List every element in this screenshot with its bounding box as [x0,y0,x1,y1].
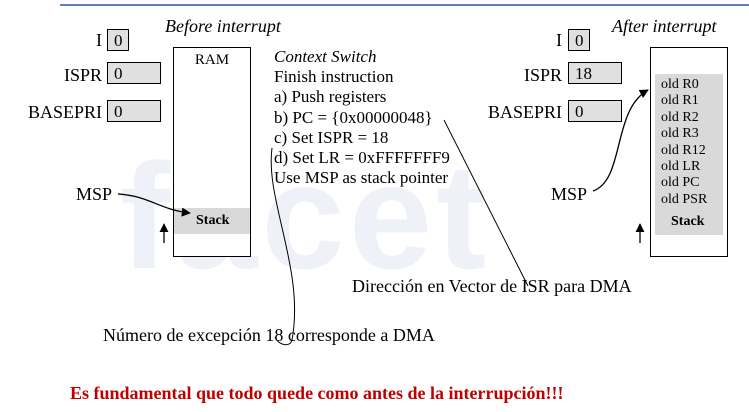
after-reg-basepri-label: BASEPRI [487,102,562,122]
stack-item-r12: old R12 [661,142,706,158]
stack-item-pc: old PC [661,175,700,191]
context-line-finish: Finish instruction [274,67,394,87]
before-ram-block: RAM Stack [173,47,251,257]
stack-item-lr: old LR [661,159,701,175]
stack-item-r3: old R3 [661,126,699,142]
after-stack-label: Stack [671,214,705,229]
heading-after-interrupt: After interrupt [612,16,717,36]
stack-item-psr: old PSR [661,191,708,207]
context-line-msp: Use MSP as stack pointer [274,168,449,188]
before-reg-basepri-value: 0 [107,100,161,122]
ram-label: RAM [194,52,230,68]
heading-before-interrupt: Before interrupt [165,16,281,36]
after-reg-ispr-label: ISPR [523,65,562,85]
after-reg-basepri-value: 0 [568,100,622,122]
after-ram-block: old R0 old R1 old R2 old R3 old R12 old … [650,47,728,257]
before-reg-basepri-label: BASEPRI [27,102,102,122]
context-line-lr: d) Set LR = 0xFFFFFFF9 [274,148,450,168]
stack-item-r2: old R2 [661,109,699,125]
after-msp-label: MSP [551,184,588,204]
context-switch-title: Context Switch [274,47,377,66]
after-reg-i-value: 0 [568,29,590,51]
before-reg-ispr-value: 0 [107,62,161,84]
after-reg-ispr-value: 18 [568,62,622,84]
after-reg-i-label: I [556,30,562,50]
vector-annotation: Dirección en Vector de ISR para DMA [352,276,632,296]
exception-annotation: Número de excepción 18 corresponde a DMA [103,325,435,345]
top-divider [60,4,749,6]
stack-item-r1: old R1 [661,93,699,109]
stack-item-r0: old R0 [661,77,699,92]
after-stack-region [655,74,723,235]
context-switch-panel: Context Switch Finish instruction a) Pus… [274,47,450,188]
context-line-ispr: c) Set ISPR = 18 [274,127,389,147]
context-line-pc: b) PC = {0x00000048} [274,107,433,127]
after-stack-items: old R0 old R1 old R2 old R3 old R12 old … [661,77,707,208]
before-stack-label: Stack [196,213,230,228]
before-reg-ispr-label: ISPR [63,65,102,85]
footer-warning: Es fundamental que todo quede como antes… [70,383,564,403]
context-line-push: a) Push registers [274,87,387,107]
before-reg-i-label: I [96,30,102,50]
before-reg-i-value: 0 [107,29,129,51]
before-msp-label: MSP [76,184,113,204]
